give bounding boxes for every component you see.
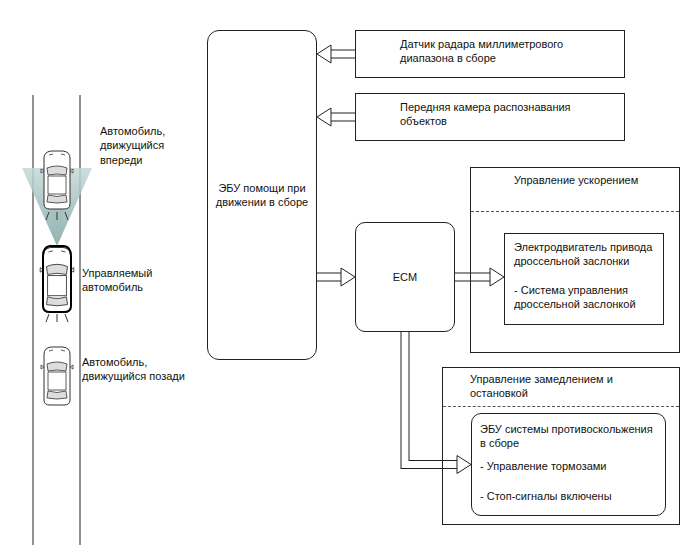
dashed-divider (443, 406, 679, 407)
dashed-divider (471, 211, 679, 212)
road-edge (33, 95, 34, 545)
actuator-box: Электродвигатель привода дроссельной зас… (504, 233, 664, 325)
box-title: ECM (393, 270, 417, 284)
rear-car (41, 347, 73, 405)
box-item: - Управление тормозами (480, 459, 657, 473)
front-car (41, 151, 73, 209)
box-title: Датчик радара миллиметрового диапазона в… (400, 37, 616, 66)
hollow-arrow (317, 108, 355, 126)
group-panel: Управление ускорениемЭлектродвигатель пр… (470, 167, 680, 353)
group-panel: Управление замедлением и остановкойЭБУ с… (442, 367, 680, 525)
motion-marks (46, 212, 68, 322)
vehicle-label: Управляемый автомобиль (82, 266, 172, 295)
box-item: - Стоп-сигналы включены (480, 489, 657, 503)
hollow-arrow (405, 332, 471, 474)
box-title: Управление замедлением и остановкой (470, 372, 630, 401)
box-item: - Система управления дроссельной заслонк… (514, 283, 655, 312)
box-title: Управление ускорением (514, 173, 671, 187)
controlled-car (40, 246, 74, 312)
box-title: Передняя камера распознавания объектов (400, 100, 616, 129)
box-title: ЭБУ помощи при движении в сборе (214, 181, 310, 210)
vehicle-label: Автомобиль, движущийся позади (82, 355, 200, 384)
vehicle-label: Автомобиль, движущийся впереди (100, 124, 184, 167)
ecm-box: ECM (355, 222, 455, 332)
sensor-box: Датчик радара миллиметрового диапазона в… (355, 30, 625, 78)
road-edge (80, 95, 81, 545)
box-title: ЭБУ системы противоскольжения в сборе (480, 422, 657, 451)
ecu-box: ЭБУ помощи при движении в сборе (207, 30, 317, 360)
box-title: Электродвигатель привода дроссельной зас… (514, 240, 655, 269)
abs-ecu-box: ЭБУ системы противоскольжения в сборе - У… (471, 413, 666, 516)
camera-box: Передняя камера распознавания объектов (355, 93, 625, 141)
hollow-arrow (455, 268, 504, 286)
hollow-arrow (317, 45, 355, 63)
